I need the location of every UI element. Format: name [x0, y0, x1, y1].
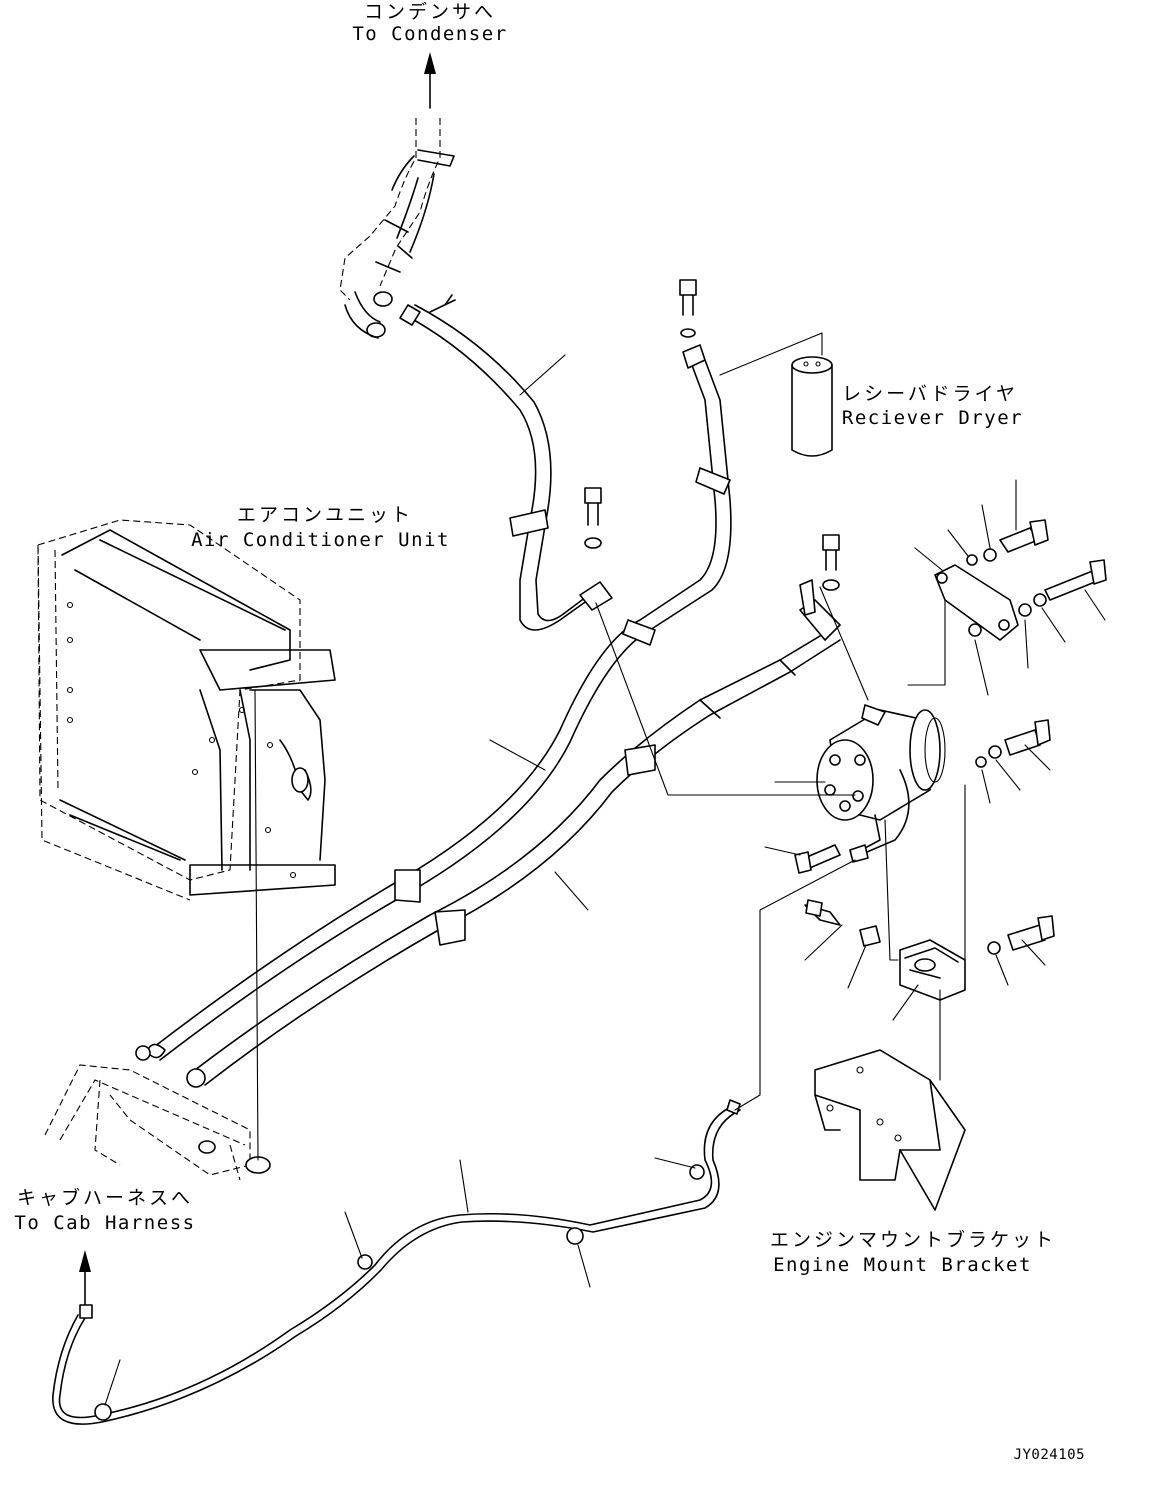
engine-mount-bracket — [814, 1049, 966, 1211]
compressor — [816, 704, 946, 863]
leader-lines — [104, 354, 1106, 1406]
condenser-pipes — [339, 118, 455, 339]
hose-suction — [186, 579, 841, 1088]
bolt-group-top — [584, 279, 840, 591]
air-conditioner-unit — [37, 519, 336, 901]
cab-frame-dashed — [44, 1064, 271, 1181]
cab-harness-label-jp: キャブハーネスへ — [16, 1187, 193, 1209]
bolts-washers-right — [794, 519, 1107, 955]
ac-unit-label-jp: エアコンユニット — [236, 504, 413, 526]
hose-clamps — [394, 344, 731, 946]
hose-liquid — [399, 294, 613, 631]
engine-mount-bracket-label-en: Engine Mount Bracket — [773, 1254, 1032, 1276]
cab-harness-wire — [52, 1099, 741, 1425]
to-condenser-label-en: To Condenser — [352, 23, 508, 45]
cab-harness-label-en: To Cab Harness — [14, 1212, 196, 1234]
to-condenser-label-jp: コンデンサへ — [363, 1, 496, 23]
hose-discharge — [135, 359, 732, 1061]
drawing-code: JY024105 — [1013, 1447, 1085, 1463]
receiver-dryer — [719, 332, 833, 457]
to-condenser-arrow — [424, 52, 436, 109]
ac-unit-label-en: Air Conditioner Unit — [191, 529, 450, 551]
receiver-dryer-label-jp: レシーバドライヤ — [842, 383, 1018, 405]
compressor-mount-bracket — [899, 939, 966, 1001]
engine-mount-bracket-label-jp: エンジンマウントブラケット — [770, 1229, 1057, 1251]
bracket-plate — [934, 564, 1019, 641]
receiver-dryer-label-en: Reciever Dryer — [841, 407, 1024, 429]
to-cab-harness-arrow — [79, 1250, 91, 1306]
